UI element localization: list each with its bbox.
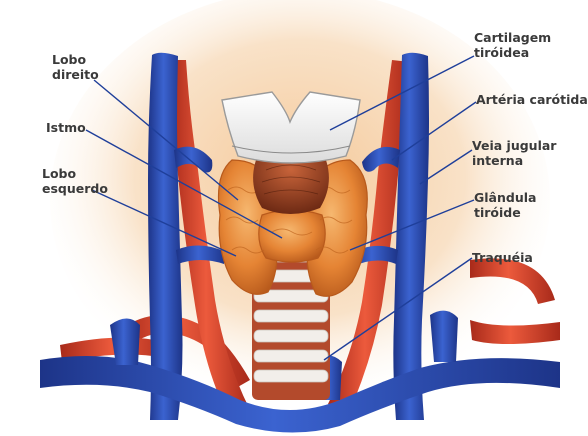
label-cartilagem-line1: Cartilagem <box>474 30 551 45</box>
label-veia-line2: interna <box>472 153 556 168</box>
label-istmo: Istmo <box>46 120 86 135</box>
label-lobo-esquerdo-line1: Lobo <box>42 166 108 181</box>
label-lobo-direito-line1: Lobo <box>52 52 99 67</box>
label-istmo-line1: Istmo <box>46 120 86 135</box>
label-glandula-tiroide: Glândula tiróide <box>474 190 536 220</box>
label-veia-line1: Veia jugular <box>472 138 556 153</box>
label-traqueia: Traquéia <box>472 250 533 265</box>
label-cartilagem-line2: tiróidea <box>474 45 551 60</box>
label-traqueia-line1: Traquéia <box>472 250 533 265</box>
label-lobo-esquerdo: Lobo esquerdo <box>42 166 108 196</box>
label-arteria-carotida: Artéria carótida <box>476 92 588 107</box>
label-lobo-direito: Lobo direito <box>52 52 99 82</box>
label-glandula-line1: Glândula <box>474 190 536 205</box>
right-subclavian-artery <box>470 320 560 344</box>
label-lobo-esquerdo-line2: esquerdo <box>42 181 108 196</box>
label-lobo-direito-line2: direito <box>52 67 99 82</box>
label-veia-jugular: Veia jugular interna <box>472 138 556 168</box>
right-lower-vein-branch <box>430 311 458 362</box>
label-arteria-line1: Artéria carótida <box>476 92 588 107</box>
label-cartilagem-tiroidea: Cartilagem tiróidea <box>474 30 551 60</box>
label-glandula-line2: tiróide <box>474 205 536 220</box>
